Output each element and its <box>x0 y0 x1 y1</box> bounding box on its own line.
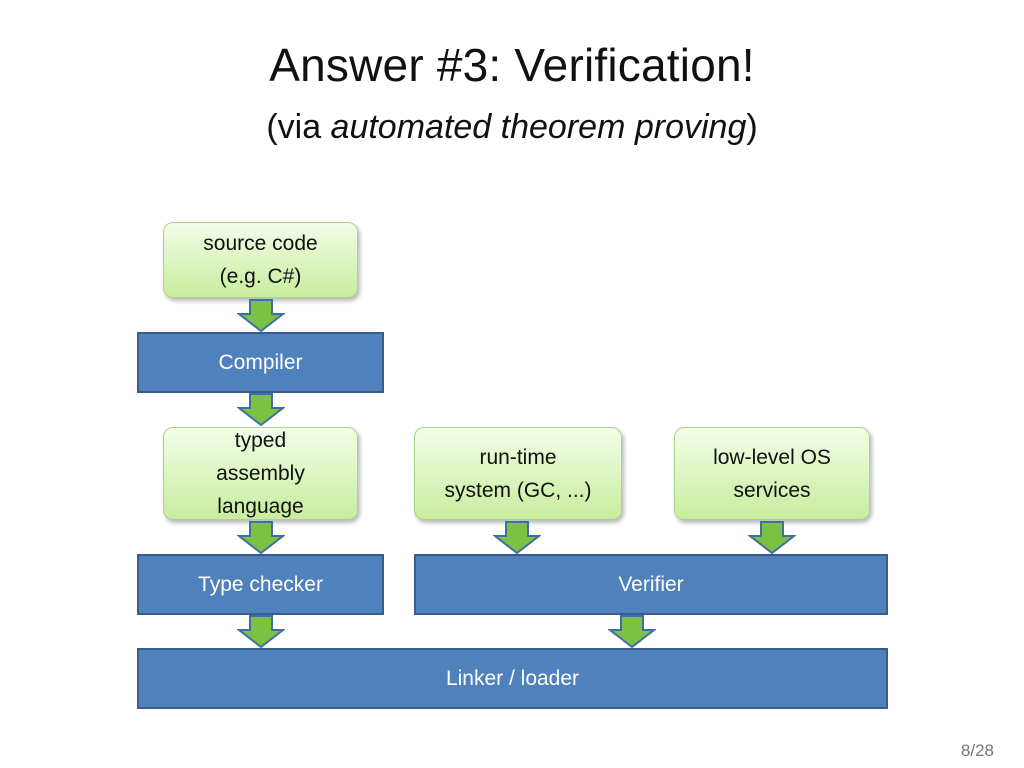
os-services-box: low-level OS services <box>674 427 870 520</box>
os-services-line2: services <box>733 478 811 502</box>
slide-title: Answer #3: Verification! <box>269 39 755 91</box>
linker-loader-box: Linker / loader <box>137 648 888 709</box>
compiler-box: Compiler <box>137 332 384 393</box>
arrow-compiler-to-typed-assembly <box>237 393 285 426</box>
typed-assembly-box: typed assembly language <box>163 427 358 520</box>
page-number: 8/28 <box>960 741 994 760</box>
os-services-line1: low-level OS <box>713 445 831 469</box>
subtitle-close: ) <box>746 108 758 146</box>
linker-loader-label: Linker / loader <box>445 666 580 690</box>
runtime-system-box: run-time system (GC, ...) <box>414 427 622 520</box>
verifier-label: Verifier <box>618 572 684 596</box>
arrow-verifier-to-linker <box>608 615 656 648</box>
arrow-typed-assembly-to-type-checker <box>237 521 285 554</box>
typed-assembly-line3: language <box>217 495 304 518</box>
verifier-box: Verifier <box>414 554 888 615</box>
source-code-box: source code (e.g. C#) <box>163 222 358 298</box>
compiler-label: Compiler <box>218 350 303 374</box>
source-code-line2: (e.g. C#) <box>219 265 302 288</box>
arrow-type-checker-to-linker <box>237 615 285 648</box>
subtitle-open: (via <box>266 108 331 146</box>
arrow-runtime-to-verifier <box>493 521 541 554</box>
slide-subtitle: (via automated theorem proving) <box>0 108 1024 147</box>
source-code-line1: source code <box>203 232 318 255</box>
runtime-system-line1: run-time <box>479 445 557 469</box>
arrow-source-to-compiler <box>237 299 285 332</box>
runtime-system-line2: system (GC, ...) <box>444 478 592 502</box>
typed-assembly-line2: assembly <box>216 462 305 485</box>
typed-assembly-line1: typed <box>234 429 287 452</box>
subtitle-emphasis: automated theorem proving <box>330 108 747 146</box>
arrow-os-services-to-verifier <box>748 521 796 554</box>
type-checker-label: Type checker <box>198 572 323 596</box>
type-checker-box: Type checker <box>137 554 384 615</box>
